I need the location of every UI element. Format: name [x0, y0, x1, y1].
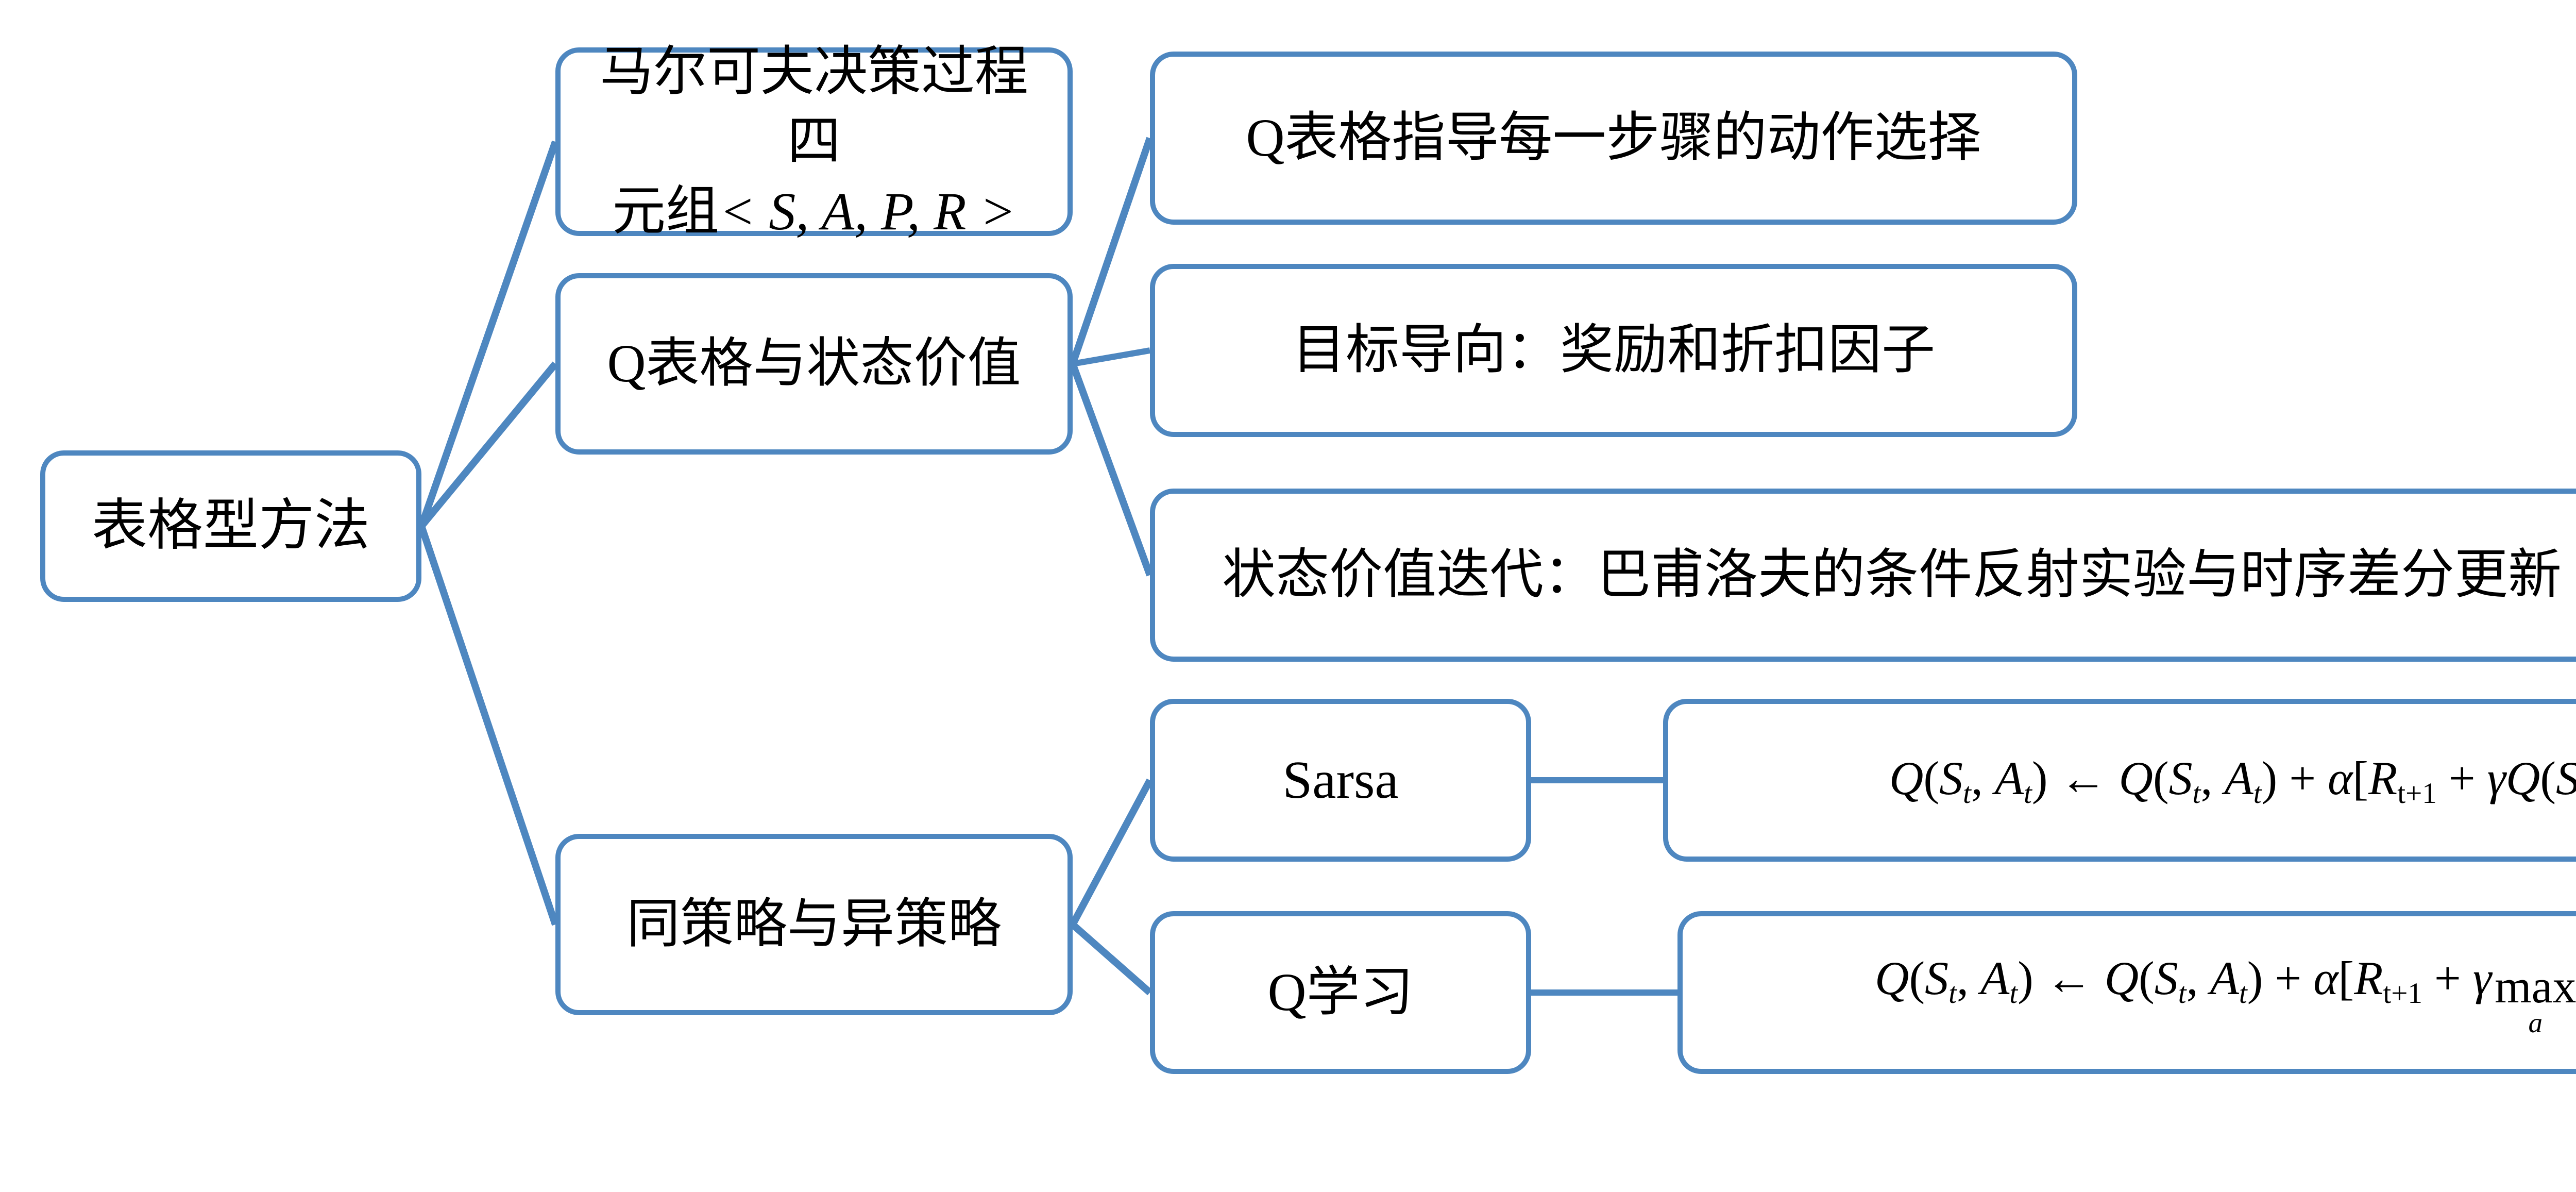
- edge-qtable-c1: [1069, 137, 1154, 365]
- node-sarsa[interactable]: Sarsa: [1150, 699, 1531, 862]
- node-qtable-child-1-label: 目标导向：奖励和折扣因子: [1292, 321, 1935, 380]
- node-policy-label: 同策略与异策略: [626, 895, 1002, 954]
- node-qtable-label: Q表格与状态价值: [607, 334, 1021, 394]
- node-qtable-child-action-selection[interactable]: Q表格指导每一步骤的动作选择: [1150, 52, 2077, 225]
- edge-policy-sarsa: [1069, 778, 1154, 927]
- node-formula-qlearning[interactable]: Q(St, At) ← Q(St, At) + α[Rt+1 + γmaxaQ(…: [1677, 911, 2576, 1074]
- formula-qlearning-expression: Q(St, At) ← Q(St, At) + α[Rt+1 + γmaxaQ(…: [1875, 951, 2576, 1039]
- node-sarsa-label: Sarsa: [1282, 750, 1399, 810]
- edge-root-policy: [418, 525, 559, 926]
- node-root[interactable]: 表格型方法: [40, 450, 421, 602]
- node-mdp-line2-math: < S, A, P, R >: [719, 181, 1016, 241]
- max-operator-limit: a: [2528, 1007, 2543, 1039]
- formula-sarsa-expression: Q(St, At) ← Q(St, At) + α[Rt+1 + γQ(St+1…: [1889, 751, 2576, 810]
- node-mdp-line2-prefix: 元组: [612, 181, 720, 241]
- node-mdp-label: 马尔可夫决策过程四元组< S, A, P, R >: [574, 37, 1054, 246]
- edge-qtable-c2: [1072, 347, 1151, 367]
- node-q-learning[interactable]: Q学习: [1150, 911, 1531, 1074]
- node-on-off-policy[interactable]: 同策略与异策略: [555, 834, 1073, 1015]
- edge-root-mdp: [418, 140, 559, 528]
- node-q-table-state-value[interactable]: Q表格与状态价值: [555, 273, 1073, 455]
- node-qtable-child-2-label: 状态价值迭代：巴甫洛夫的条件反射实验与时序差分更新: [1222, 545, 2562, 605]
- node-formula-sarsa[interactable]: Q(St, At) ← Q(St, At) + α[Rt+1 + γQ(St+1…: [1663, 699, 2576, 862]
- node-qtable-child-reward-discount[interactable]: 目标导向：奖励和折扣因子: [1150, 264, 2077, 437]
- edge-qtable-c3: [1069, 362, 1154, 577]
- node-mdp-line1: 马尔可夫决策过程四: [599, 42, 1028, 172]
- node-qtable-child-value-iteration[interactable]: 状态价值迭代：巴甫洛夫的条件反射实验与时序差分更新: [1150, 489, 2576, 662]
- node-qtable-child-0-label: Q表格指导每一步骤的动作选择: [1246, 108, 1981, 168]
- edge-policy-qlearn: [1070, 921, 1153, 996]
- node-mdp-tuple[interactable]: 马尔可夫决策过程四元组< S, A, P, R >: [555, 42, 1073, 241]
- node-root-label: 表格型方法: [91, 495, 370, 557]
- edge-root-qtable: [418, 361, 558, 529]
- node-qlearning-label: Q学习: [1267, 963, 1414, 1022]
- max-operator-name: max: [2495, 960, 2576, 1013]
